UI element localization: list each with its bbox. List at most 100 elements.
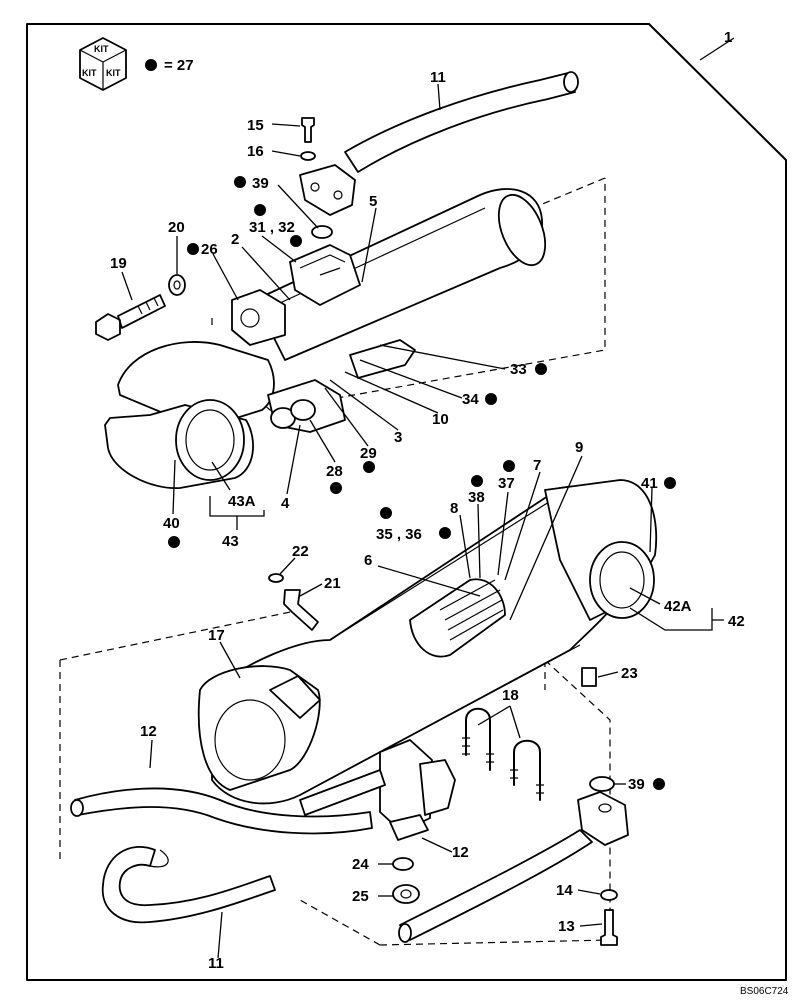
callout-20: 25 — [352, 888, 369, 905]
u-bolts-19 — [462, 707, 544, 801]
kit-dot-32 — [290, 235, 302, 247]
leader-37 — [497, 491, 509, 576]
callout-4: 4 — [281, 495, 290, 512]
callout-39-lower: 39 — [628, 776, 645, 793]
leader-10 — [344, 371, 439, 414]
kit-dot-41 — [664, 477, 676, 489]
washer-16 — [300, 151, 316, 161]
leader-3 — [329, 379, 399, 431]
bolt-24 — [283, 589, 319, 631]
pipe-12-lower — [74, 787, 373, 835]
kit-left-label: KIT — [82, 68, 97, 78]
bolt-22 — [95, 294, 166, 341]
leader-25 — [279, 557, 296, 575]
leader-31 — [261, 235, 297, 263]
kit-top-label: KIT — [94, 44, 109, 54]
rod-eye — [104, 341, 275, 489]
kit-dot-38 — [471, 475, 483, 487]
kit-right-label: KIT — [106, 68, 121, 78]
callout-43: 43 — [222, 533, 239, 550]
callout-42A: 42A — [664, 598, 692, 615]
leader-38 — [477, 503, 481, 579]
callout-12: 11 — [430, 69, 446, 86]
callout-19: 18 — [502, 687, 519, 704]
callout-25: 22 — [292, 543, 309, 560]
cylinder-head-block — [289, 244, 361, 306]
lower-dashed-envelope — [59, 609, 611, 946]
pipe-12-upper — [344, 71, 579, 173]
leader-2 — [241, 246, 291, 301]
callout-31-32: 31 , 32 — [249, 219, 295, 236]
leader-30 — [324, 387, 369, 447]
drawing-id: BS06C724 — [740, 986, 789, 997]
leader-9 — [509, 455, 583, 621]
grease-fitting-26 — [581, 667, 597, 687]
leader-4 — [286, 424, 301, 495]
leader-19 — [477, 705, 521, 739]
leader-15 — [271, 123, 301, 127]
pipe-11 — [101, 846, 276, 924]
callout-29: 26 — [201, 241, 218, 258]
washer-18 — [600, 889, 618, 901]
washer-23 — [168, 274, 186, 296]
bolt-15 — [301, 117, 315, 143]
callout-6: 6 — [364, 552, 372, 569]
leader-5 — [361, 207, 377, 283]
callout-34: 34 — [462, 391, 479, 408]
bolt-17 — [600, 909, 618, 946]
callout-18: 14 — [556, 882, 573, 899]
leader-18 — [577, 889, 601, 895]
callout-42: 42 — [728, 613, 745, 630]
kit-dot-39-lower — [653, 778, 665, 790]
callout-39-top: 39 — [252, 175, 269, 192]
kit-dot-28 — [330, 482, 342, 494]
callout-1: 1 — [724, 29, 732, 46]
pipe-lower-right — [399, 829, 593, 941]
o-ring-39-upper — [311, 225, 333, 239]
legend-equals-text: = 27 — [164, 57, 194, 74]
callout-7: 7 — [533, 457, 541, 474]
leader-12-top — [437, 83, 441, 111]
leader-13 — [421, 837, 453, 853]
callout-41: 41 — [641, 475, 658, 492]
kit-dot-36 — [439, 527, 451, 539]
spacer-20 — [392, 884, 420, 904]
kit-dot-34 — [485, 393, 497, 405]
leader-28 — [309, 419, 336, 463]
leader-14 — [219, 641, 241, 679]
callout-9: 9 — [575, 439, 583, 456]
kit-dot-31 — [254, 204, 266, 216]
callout-33: 33 — [510, 361, 527, 378]
callout-35-36: 35 , 36 — [376, 526, 422, 543]
callout-37: 37 — [498, 475, 515, 492]
leader-26 — [597, 671, 619, 678]
callout-22: 19 — [110, 255, 127, 272]
callout-40: 40 — [163, 515, 180, 532]
callout-26: 23 — [621, 665, 638, 682]
callout-17: 13 — [558, 918, 575, 935]
callout-23: 20 — [168, 219, 185, 236]
leader-8 — [459, 514, 471, 579]
kit-dot-29 — [187, 243, 199, 255]
leader-39-top — [277, 184, 319, 229]
leader-1 — [699, 37, 735, 61]
callout-16: 16 — [247, 143, 264, 160]
leader-41 — [649, 487, 653, 553]
washer-25 — [268, 573, 284, 583]
cylinder-bottom-clevis — [544, 479, 658, 621]
kit-cube-icon: KIT KIT KIT — [79, 37, 127, 91]
callout-15: 15 — [247, 117, 264, 134]
kit-dot-37 — [503, 460, 515, 472]
callout-2: 2 — [231, 231, 239, 248]
bracket-42 — [629, 607, 724, 631]
flange-upper — [299, 164, 356, 216]
callout-11: 11 — [208, 955, 224, 972]
bracket-43 — [209, 496, 265, 530]
kit-dot-35 — [380, 507, 392, 519]
kit-dot-40 — [168, 536, 180, 548]
callout-21: 24 — [352, 856, 369, 873]
leader-43A — [211, 461, 231, 491]
callout-10: 10 — [432, 411, 449, 428]
callout-14: 17 — [208, 627, 225, 644]
